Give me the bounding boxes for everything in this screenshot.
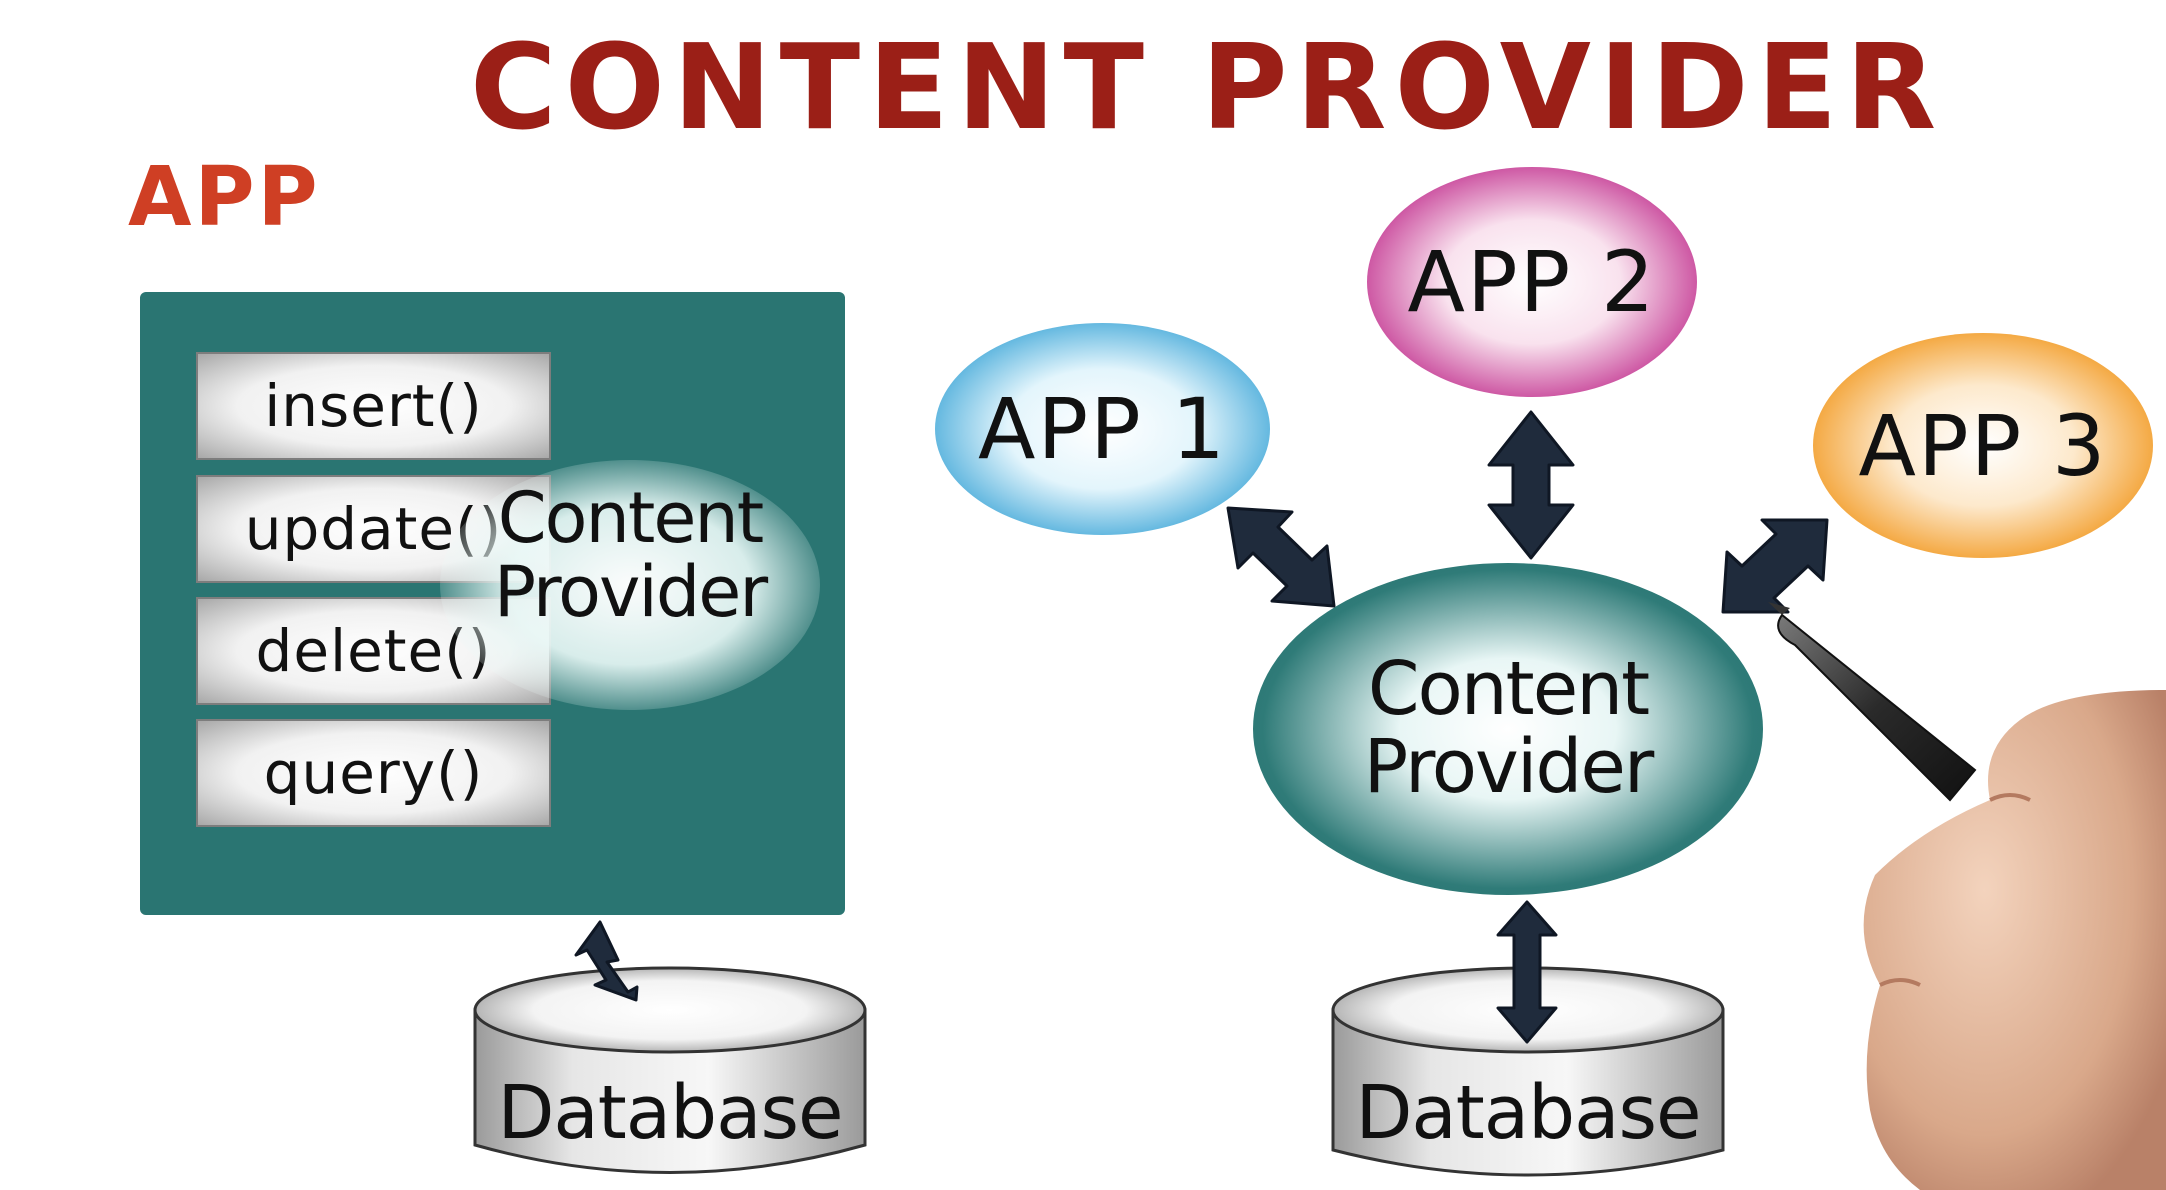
right-database-label: Database	[1355, 1070, 1701, 1156]
content-provider-glow	[440, 460, 820, 710]
app2-label: APP 2	[1407, 233, 1657, 331]
arrow-app3-provider	[1721, 518, 1829, 614]
right-content-provider-label: Content Provider	[1363, 646, 1655, 810]
left-database-icon	[473, 966, 867, 1174]
left-content-provider-line2: Provider	[493, 550, 768, 633]
arrow-app2-provider	[1487, 410, 1575, 560]
app1-oval: APP 1	[935, 323, 1270, 535]
app1-label: APP 1	[978, 380, 1227, 478]
app3-oval: APP 3	[1813, 333, 2153, 558]
app3-label: APP 3	[1858, 396, 2108, 495]
method-insert: insert()	[196, 352, 551, 460]
right-content-provider-line1: Content	[1367, 646, 1650, 733]
right-content-provider-oval: Content Provider	[1253, 563, 1763, 895]
arrow-provider-database	[1496, 900, 1558, 1044]
arrow-app1-provider	[1226, 506, 1336, 608]
left-content-provider-label: Content Provider	[450, 477, 810, 633]
method-query: query()	[196, 719, 551, 827]
app2-oval: APP 2	[1367, 167, 1697, 397]
left-database-label: Database	[497, 1070, 843, 1156]
left-content-provider-line1: Content	[497, 477, 764, 559]
right-content-provider-line2: Provider	[1363, 724, 1655, 810]
arrow-left-box-database	[574, 920, 639, 1002]
app-label: APP	[128, 150, 321, 245]
hand-with-pen-icon	[1768, 602, 2166, 1190]
